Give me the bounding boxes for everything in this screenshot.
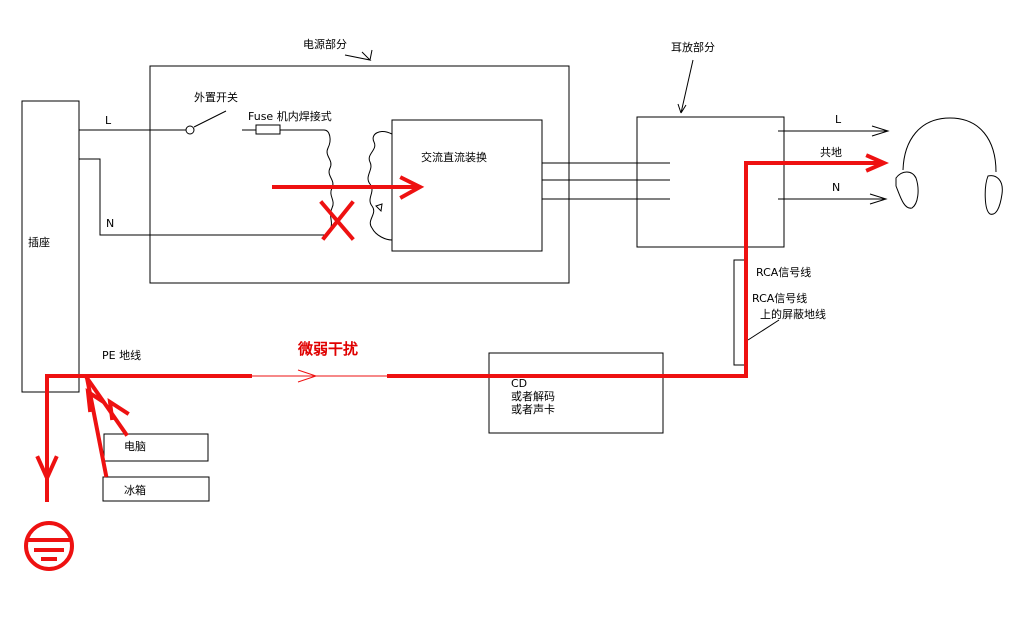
- cd-box: [488, 352, 664, 434]
- switch-label: 外置开关: [194, 90, 238, 104]
- interference-arrowhead: [297, 369, 318, 383]
- power-section-box: [149, 65, 570, 284]
- amp-section-label: 耳放部分: [671, 40, 715, 54]
- transformer-core: [375, 203, 383, 213]
- acdc-label: 交流直流装换: [421, 150, 487, 164]
- socket-box: [21, 100, 80, 393]
- power-section-label: 电源部分: [303, 37, 347, 51]
- out-n-label: N: [832, 181, 840, 194]
- socket-label: 插座: [28, 235, 50, 249]
- ground-loop-path: [45, 161, 884, 378]
- weak-interference-label: 微弱干扰: [297, 340, 358, 358]
- cd-label-2: 或者解码: [511, 389, 555, 403]
- transformer-secondary-coil: [367, 131, 393, 241]
- line-n-wire: [79, 158, 325, 236]
- out-n-arrowhead: [869, 193, 888, 205]
- cd-label-3: 或者声卡: [511, 402, 555, 416]
- transformer-primary-coil: [323, 129, 334, 236]
- common-ground-label: 共地: [820, 146, 842, 159]
- computer-arrowhead: [107, 397, 130, 421]
- blocked-x-icon: [319, 200, 355, 241]
- rca-signal-label: RCA信号线: [756, 265, 811, 279]
- out-l-label: L: [835, 113, 842, 126]
- rca-shield-label-2: 上的屏蔽地线: [760, 307, 826, 321]
- fridge-box: [102, 476, 210, 502]
- amp-box: [636, 116, 785, 248]
- fridge-label: 冰箱: [124, 483, 146, 497]
- headphones-icon: [895, 117, 1003, 215]
- power-section-pointer: [344, 49, 373, 61]
- cd-label-1: CD: [511, 377, 527, 390]
- computer-box: [103, 433, 209, 462]
- fridge-arrowhead: [85, 388, 105, 413]
- computer-to-pe-arrow: [84, 375, 129, 437]
- fuse-icon: [255, 124, 281, 135]
- earth-ground-icon: [24, 521, 74, 571]
- earth-down-arrowhead: [35, 455, 59, 483]
- amp-section-pointer: [677, 59, 694, 114]
- computer-label: 电脑: [124, 440, 146, 453]
- blocked-path-arrowhead: [399, 175, 425, 200]
- rca-shield-pointer: [747, 319, 780, 341]
- line-l-label: L: [105, 114, 112, 127]
- switch-circle-icon: [185, 125, 195, 135]
- fuse-label: Fuse 机内焊接式: [248, 109, 332, 123]
- pe-ground-label: PE 地线: [102, 348, 141, 362]
- line-n-label: N: [106, 217, 114, 230]
- switch-lever: [193, 110, 227, 128]
- out-l-arrowhead: [871, 125, 890, 137]
- common-ground-arrowhead: [865, 153, 889, 173]
- rca-shield-label-1: RCA信号线: [752, 291, 807, 305]
